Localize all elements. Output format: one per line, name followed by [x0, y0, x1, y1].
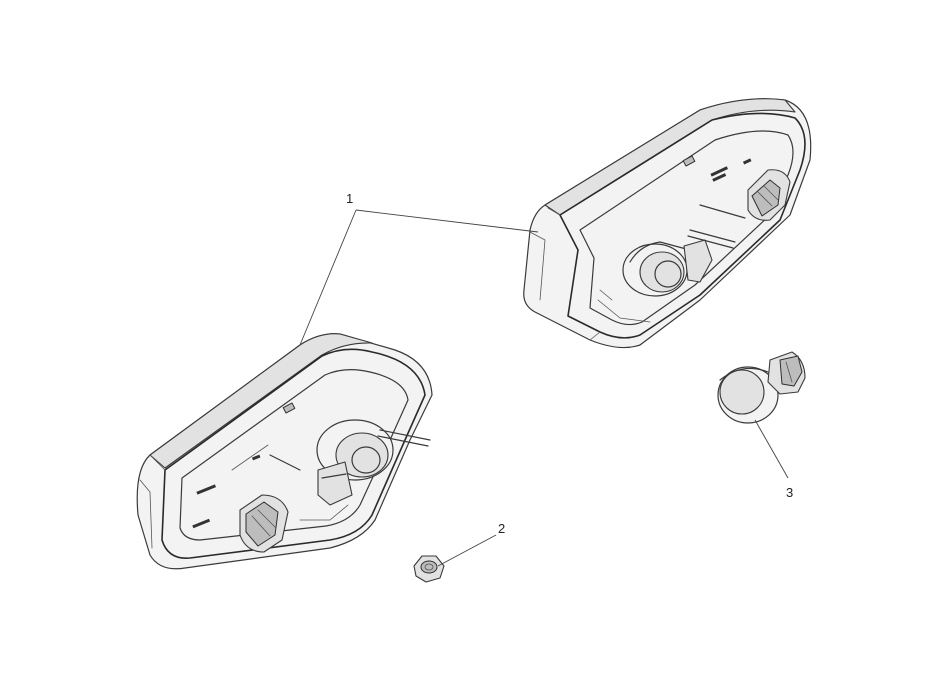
leader-line-3 [754, 419, 789, 479]
light-assembly-left [136, 333, 433, 570]
callout-number-2: 2 [498, 521, 505, 536]
callout-number-3: 3 [786, 485, 793, 500]
light-assembly-right [523, 98, 812, 349]
callout-labels: 1 2 3 [346, 191, 793, 536]
leader-lines [299, 209, 789, 567]
leader-line-1-right [355, 209, 539, 233]
nut-part [413, 555, 445, 583]
leader-line-1-left [299, 209, 357, 346]
bulb-socket-part [717, 351, 806, 424]
callout-number-1: 1 [346, 191, 353, 206]
leader-line-2 [437, 534, 497, 567]
